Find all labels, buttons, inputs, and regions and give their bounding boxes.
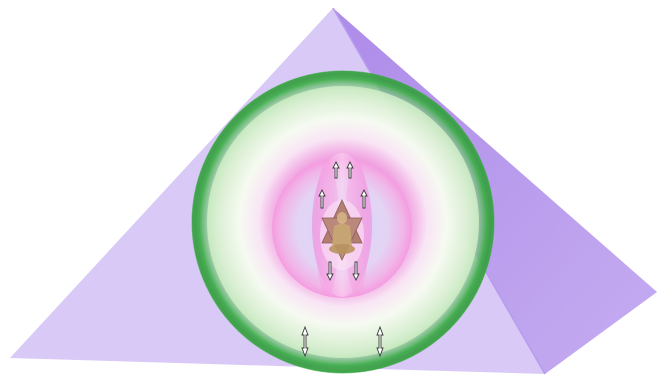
scene-canvas [0,0,657,385]
